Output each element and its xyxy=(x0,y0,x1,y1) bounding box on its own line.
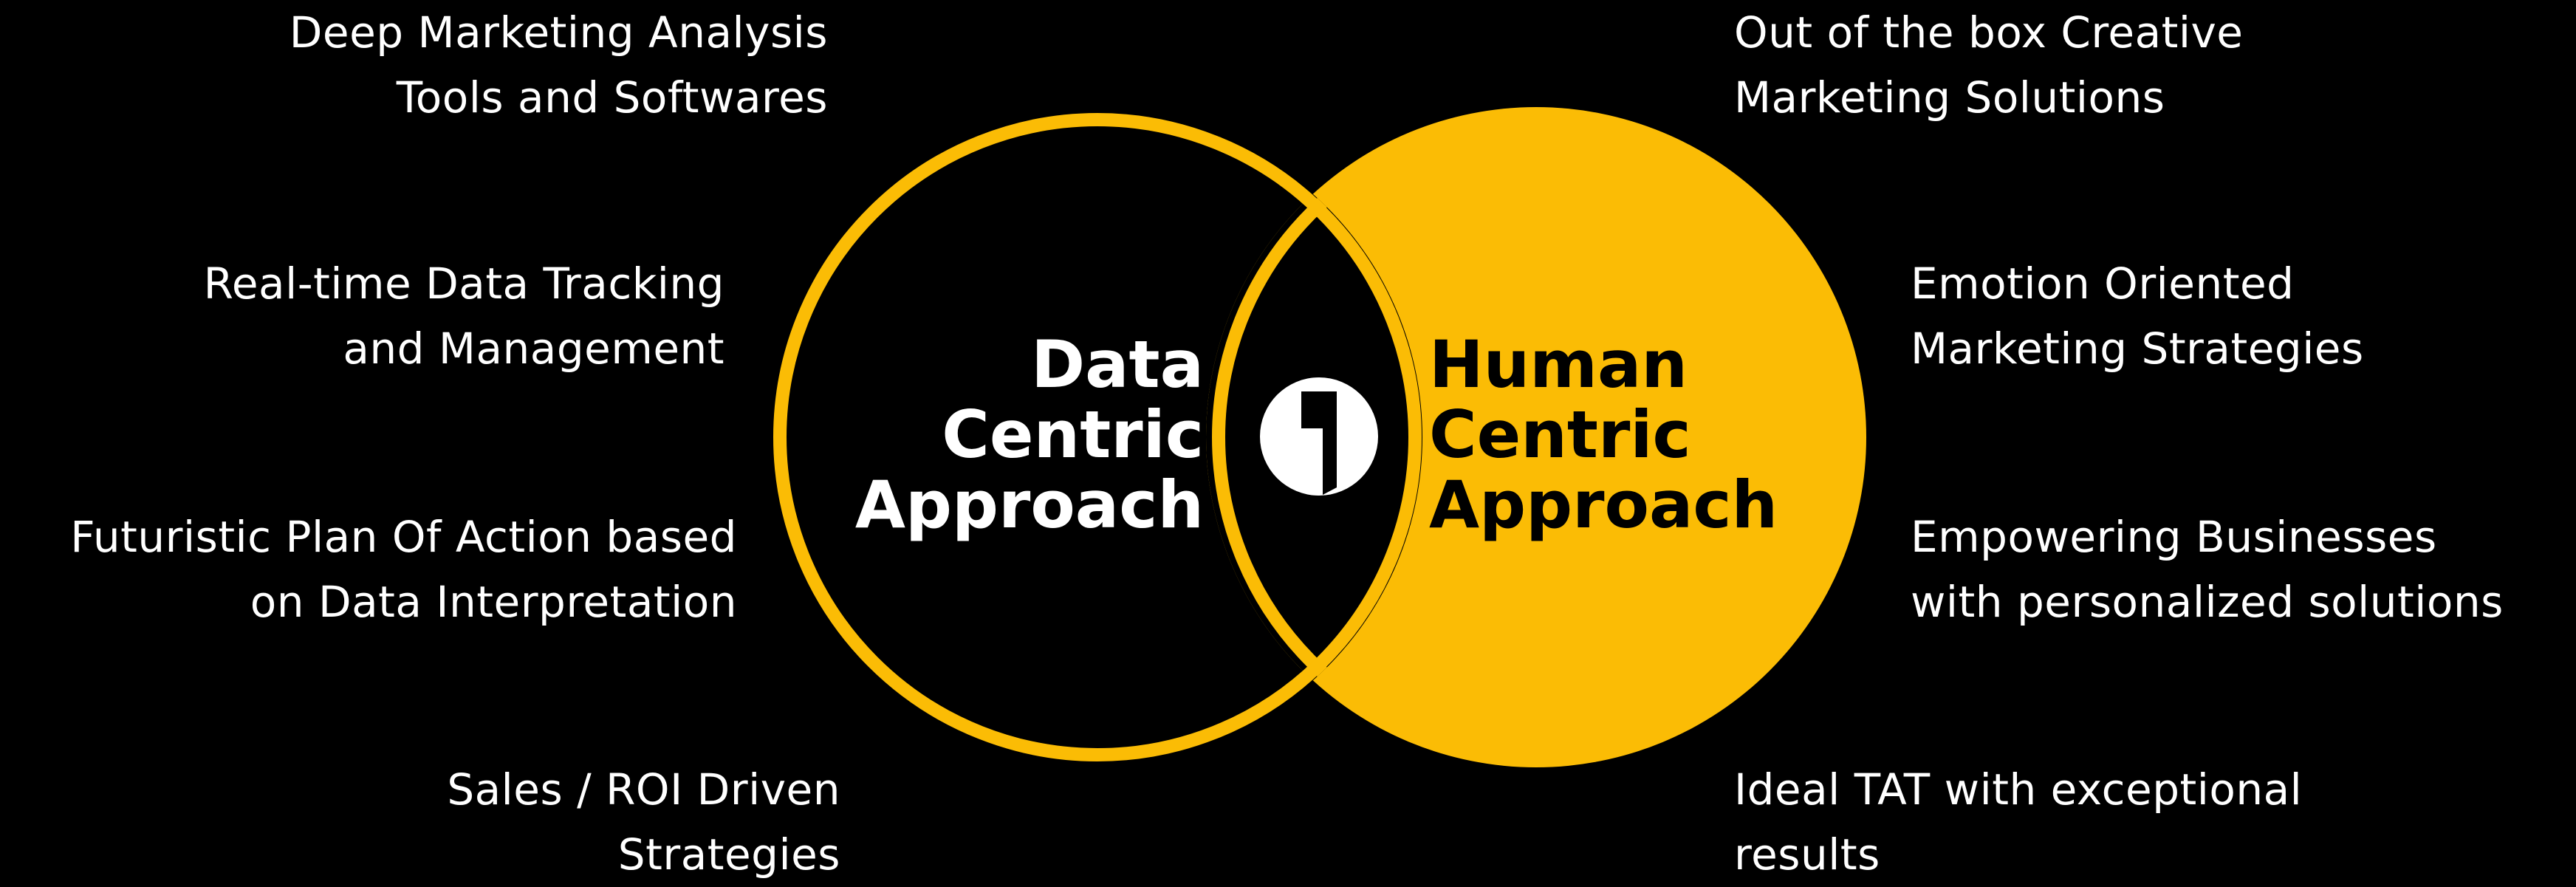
feature-line: Tools and Softwares xyxy=(396,72,828,123)
label-line: Data xyxy=(1031,326,1204,403)
feature-line: results xyxy=(1734,829,1880,880)
feature-line: Marketing Strategies xyxy=(1911,323,2364,374)
feature-line: Emotion Oriented xyxy=(1911,258,2295,309)
left-feature-item: Futuristic Plan Of Action based on Data … xyxy=(70,504,737,634)
intersection-outline xyxy=(1212,113,1422,761)
label-line: Centric xyxy=(1429,397,1691,473)
feature-line: Futuristic Plan Of Action based xyxy=(70,512,737,562)
label-line: Approach xyxy=(1429,467,1778,543)
label-line: Approach xyxy=(854,467,1204,543)
feature-line: Empowering Businesses xyxy=(1911,512,2437,562)
label-line: Human xyxy=(1429,326,1688,403)
data-centric-circle xyxy=(773,113,1422,761)
data-centric-label: Data Centric Approach xyxy=(855,329,1204,540)
feature-line: Real-time Data Tracking xyxy=(203,258,724,309)
right-feature-item: Ideal TAT with exceptional results xyxy=(1734,757,2302,887)
feature-line: Ideal TAT with exceptional xyxy=(1734,764,2303,815)
feature-line: Out of the box Creative xyxy=(1734,7,2244,58)
left-feature-item: Sales / ROI Driven Strategies xyxy=(447,757,840,887)
left-feature-item: Real-time Data Tracking and Management xyxy=(204,251,724,381)
feature-line: and Management xyxy=(343,323,724,374)
right-feature-item: Empowering Businesses with personalized … xyxy=(1911,504,2504,634)
left-feature-item: Deep Marketing Analysis Tools and Softwa… xyxy=(290,0,828,130)
right-feature-item: Out of the box Creative Marketing Soluti… xyxy=(1734,0,2244,130)
brand-logo-icon xyxy=(1260,377,1378,496)
label-line: Centric xyxy=(942,397,1204,473)
feature-line: Deep Marketing Analysis xyxy=(289,7,828,58)
feature-line: on Data Interpretation xyxy=(250,577,737,627)
human-centric-label: Human Centric Approach xyxy=(1429,329,1778,540)
feature-line: Sales / ROI Driven xyxy=(447,764,840,815)
right-feature-item: Emotion Oriented Marketing Strategies xyxy=(1911,251,2364,381)
feature-line: with personalized solutions xyxy=(1911,577,2504,627)
feature-line: Strategies xyxy=(617,829,840,880)
feature-line: Marketing Solutions xyxy=(1734,72,2165,123)
